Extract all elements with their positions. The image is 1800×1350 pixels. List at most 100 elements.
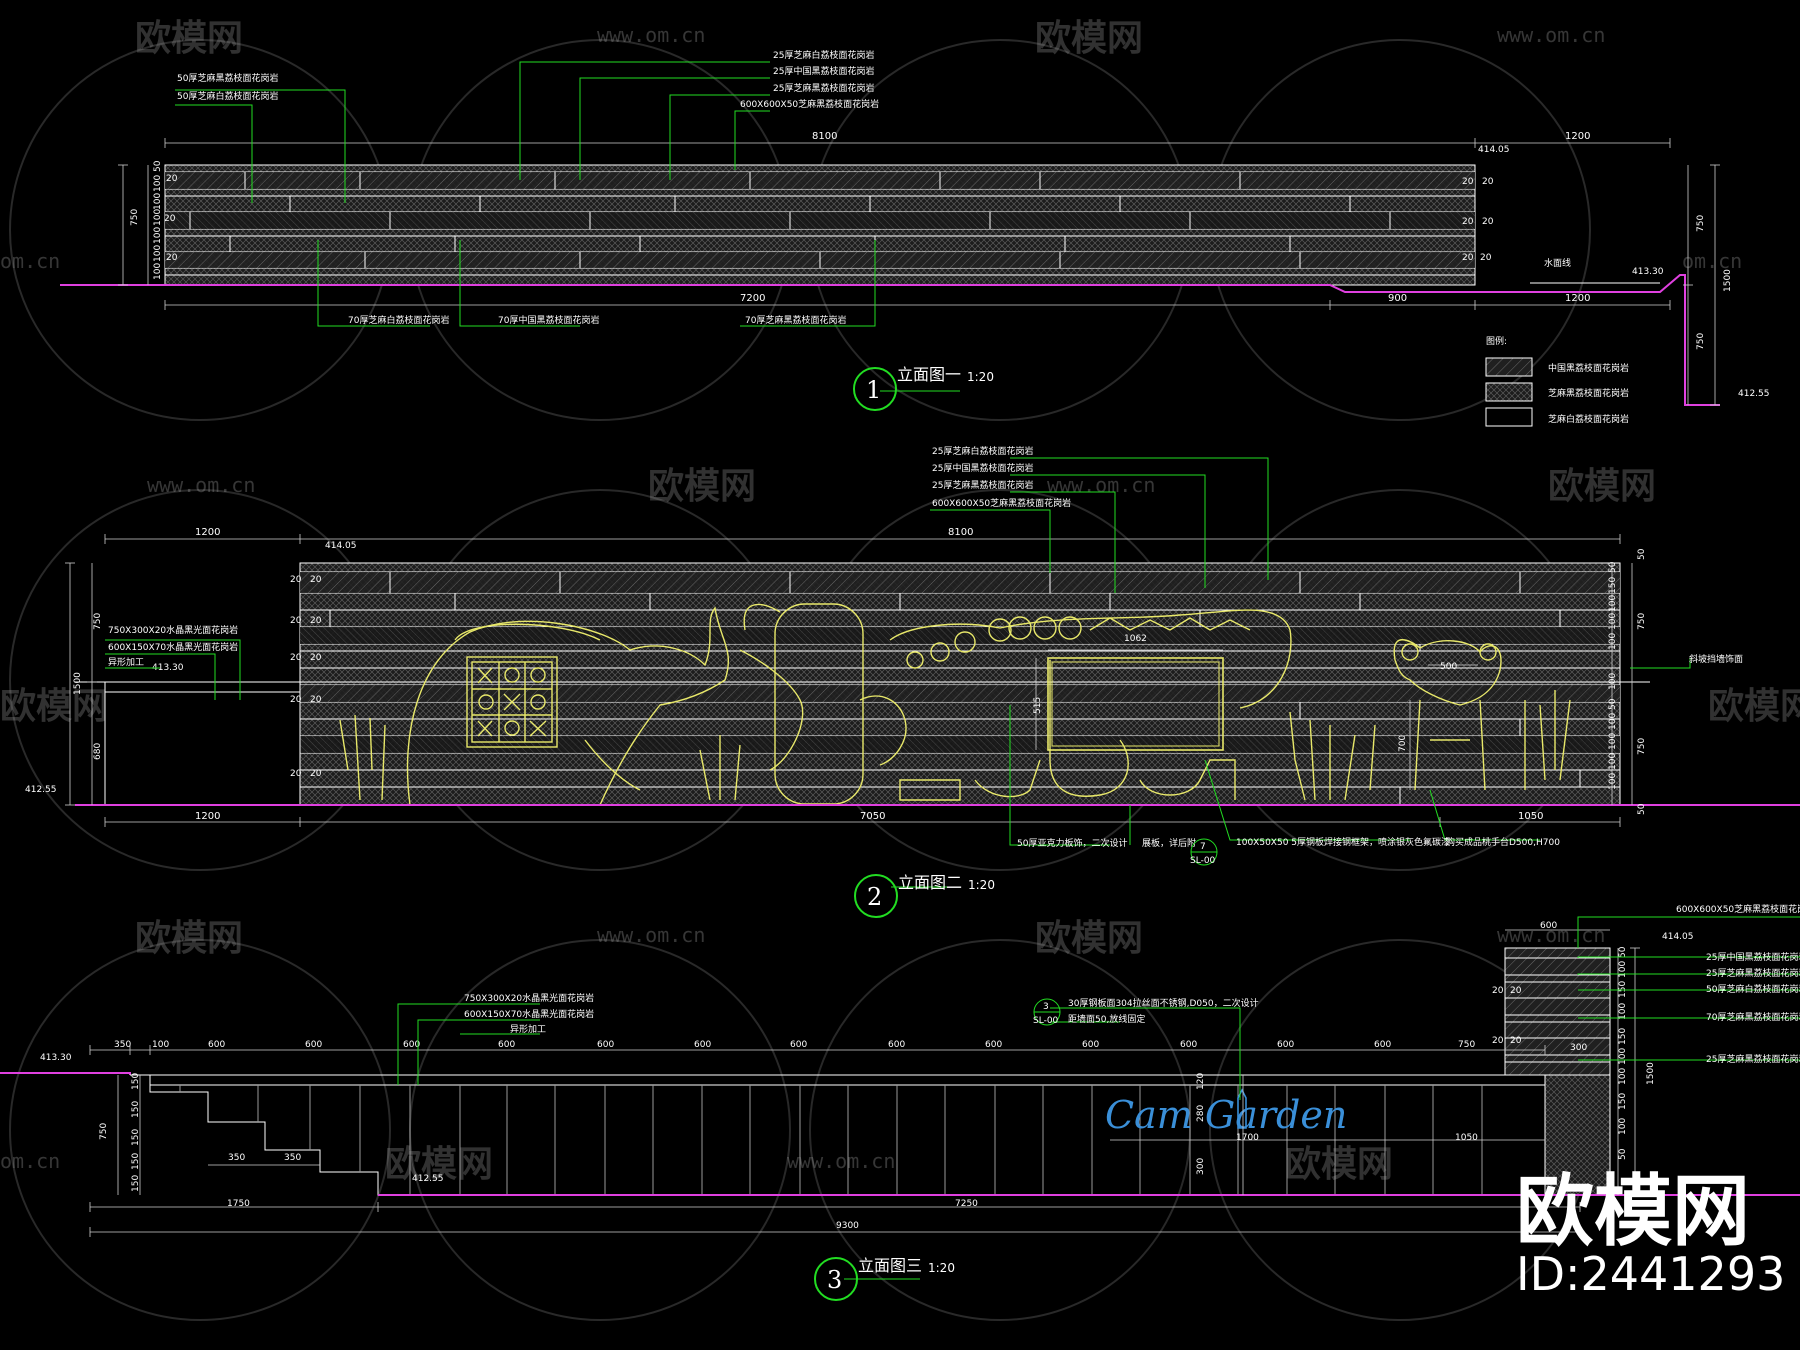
svg-text:100: 100 (1608, 733, 1618, 750)
trunk (739, 649, 804, 771)
svg-text:1750: 1750 (227, 1199, 250, 1209)
watermark-url: www.om.cn (597, 923, 705, 947)
dim-label: 750 (1696, 215, 1706, 232)
logo-text: Cam Garden (1105, 1093, 1347, 1137)
svg-text:100: 100 (152, 1040, 169, 1050)
svg-text:中国黑荔枝面花岗岩: 中国黑荔枝面花岗岩 (1548, 362, 1629, 374)
svg-text:100: 100 (1608, 673, 1618, 690)
svg-text:70厚芝麻黑荔枝面花岗岩: 70厚芝麻黑荔枝面花岗岩 (745, 314, 846, 326)
dim-label: 7200 (740, 293, 765, 304)
svg-text:100: 100 (1608, 613, 1618, 630)
cam-garden-logo: Cam Garden (1105, 1088, 1347, 1137)
svg-text:150: 150 (1618, 1028, 1628, 1045)
watermark-brand: 欧模网 (385, 1144, 493, 1185)
level-label: 412.55 (412, 1174, 444, 1184)
elevation-scale: 1:20 (968, 878, 995, 892)
watermark-url: www.om.cn (1497, 23, 1605, 47)
svg-text:50厚芝麻黑荔枝面花岗岩: 50厚芝麻黑荔枝面花岗岩 (177, 72, 278, 84)
svg-text:150: 150 (131, 1153, 141, 1170)
svg-text:距墙面50,放线固定: 距墙面50,放线固定 (1068, 1013, 1145, 1025)
svg-text:600: 600 (1540, 921, 1557, 931)
svg-text:1700: 1700 (1236, 1133, 1259, 1143)
dim-label: 8100 (812, 131, 837, 142)
svg-text:150: 150 (131, 1073, 141, 1090)
top-material-labels: 25厚芝麻白荔枝面花岗岩 25厚中国黑荔枝面花岗岩 25厚芝麻黑荔枝面花岗岩 6… (177, 49, 879, 326)
dim-label: 1200 (195, 527, 220, 538)
svg-text:600X600X50芝麻黑荔枝面花岗岩: 600X600X50芝麻黑荔枝面花岗岩 (1676, 903, 1800, 915)
svg-text:20: 20 (164, 214, 176, 224)
svg-text:20: 20 (310, 769, 322, 779)
watermark-brand: 欧模网 (0, 686, 108, 727)
svg-text:150: 150 (1618, 981, 1628, 998)
svg-text:50厚芝麻白荔枝面花岗岩: 50厚芝麻白荔枝面花岗岩 (177, 90, 278, 102)
dim-label: 1200 (1565, 131, 1590, 142)
level-label: 413.30 (1632, 267, 1664, 277)
svg-text:25厚中国黑荔枝面花岗岩: 25厚中国黑荔枝面花岗岩 (932, 462, 1033, 474)
tree-trunk (1049, 660, 1129, 797)
grass-mid (699, 735, 741, 801)
level-label: 413.30 (152, 663, 184, 673)
svg-text:20: 20 (1482, 177, 1494, 187)
svg-text:600X150X70水晶黑光面花岗岩: 600X150X70水晶黑光面花岗岩 (108, 641, 238, 653)
svg-text:100: 100 (1608, 753, 1618, 770)
svg-text:100: 100 (1608, 713, 1618, 730)
elevation-2: 1200 8100 1200 7050 1050 1062 515 500 70… (25, 445, 1800, 918)
svg-text:50: 50 (1608, 698, 1618, 710)
svg-text:750: 750 (99, 1123, 109, 1140)
svg-text:20: 20 (310, 653, 322, 663)
svg-text:350: 350 (228, 1153, 245, 1163)
svg-text:1500: 1500 (1646, 1062, 1656, 1085)
svg-text:芝麻白荔枝面花岗岩: 芝麻白荔枝面花岗岩 (1548, 413, 1629, 425)
svg-text:20: 20 (1510, 986, 1522, 996)
svg-text:750X300X20水晶黑光面花岗岩: 750X300X20水晶黑光面花岗岩 (108, 624, 238, 636)
snake-scales (1089, 617, 1251, 631)
svg-text:20: 20 (1462, 253, 1474, 263)
grass-left (1289, 711, 1376, 801)
elevation-number: 2 (867, 883, 882, 911)
svg-text:600: 600 (1180, 1040, 1197, 1050)
snake-body (889, 609, 1292, 709)
svg-text:20: 20 (290, 575, 302, 585)
level-label: 412.55 (25, 785, 57, 795)
frog-head (1393, 639, 1502, 706)
brand-id: ID:2441293 (1516, 1247, 1785, 1301)
svg-text:25厚中国黑荔枝面花岗岩: 25厚中国黑荔枝面花岗岩 (1706, 951, 1800, 963)
brand-mark: 欧模网 ID:2441293 (1516, 1167, 1785, 1301)
svg-text:150: 150 (131, 1101, 141, 1118)
dim-lines (118, 138, 1720, 406)
wall-joints (329, 572, 1581, 805)
svg-text:3: 3 (1043, 1002, 1049, 1012)
svg-text:50厚芝麻白荔枝面花岗岩: 50厚芝麻白荔枝面花岗岩 (1706, 983, 1800, 995)
elevation-scale: 1:20 (928, 1261, 955, 1275)
svg-text:600: 600 (305, 1040, 322, 1050)
wall-body (299, 562, 1621, 806)
elevation-title: 立面图一 (897, 365, 961, 384)
ground-line (0, 1072, 1800, 1196)
detail-reference: 3 SL-00 (1033, 998, 1061, 1026)
svg-text:150: 150 (131, 1129, 141, 1146)
svg-text:25厚中国黑荔枝面花岗岩: 25厚中国黑荔枝面花岗岩 (773, 65, 874, 77)
brand-name: 欧模网 (1516, 1167, 1750, 1257)
svg-text:异形加工: 异形加工 (510, 1023, 546, 1035)
water-line-label: 水面线 (1544, 257, 1571, 269)
svg-text:100: 100 (1618, 1068, 1628, 1085)
elevation-1: 8100 1200 7200 900 1200 414.05 413.30 41… (60, 49, 1770, 427)
frog-body (1414, 699, 1486, 791)
svg-text:150: 150 (131, 1175, 141, 1192)
grass-right (1524, 690, 1571, 790)
elevation-title: 立面图三 (858, 1256, 922, 1275)
svg-text:25厚芝麻黑荔枝面花岗岩: 25厚芝麻黑荔枝面花岗岩 (773, 82, 874, 94)
svg-text:1050: 1050 (1455, 1133, 1478, 1143)
dim-label: 1500 (1723, 269, 1733, 292)
watermark-url: www.om.cn (787, 1149, 895, 1173)
svg-text:300: 300 (1196, 1158, 1206, 1175)
dim-label: 900 (1388, 293, 1407, 304)
material-labels: 25厚芝麻白荔枝面花岗岩 25厚中国黑荔枝面花岗岩 25厚芝麻黑荔枝面花岗岩 6… (108, 445, 1743, 849)
dim-label: 1050 (1518, 811, 1543, 822)
svg-text:100: 100 (1618, 1118, 1628, 1135)
svg-text:100: 100 (1618, 961, 1628, 978)
watermark-url: www.om.cn (1497, 923, 1605, 947)
svg-text:20: 20 (1462, 217, 1474, 227)
dim-label: 750 (130, 209, 140, 226)
svg-text:100: 100 (153, 175, 163, 192)
